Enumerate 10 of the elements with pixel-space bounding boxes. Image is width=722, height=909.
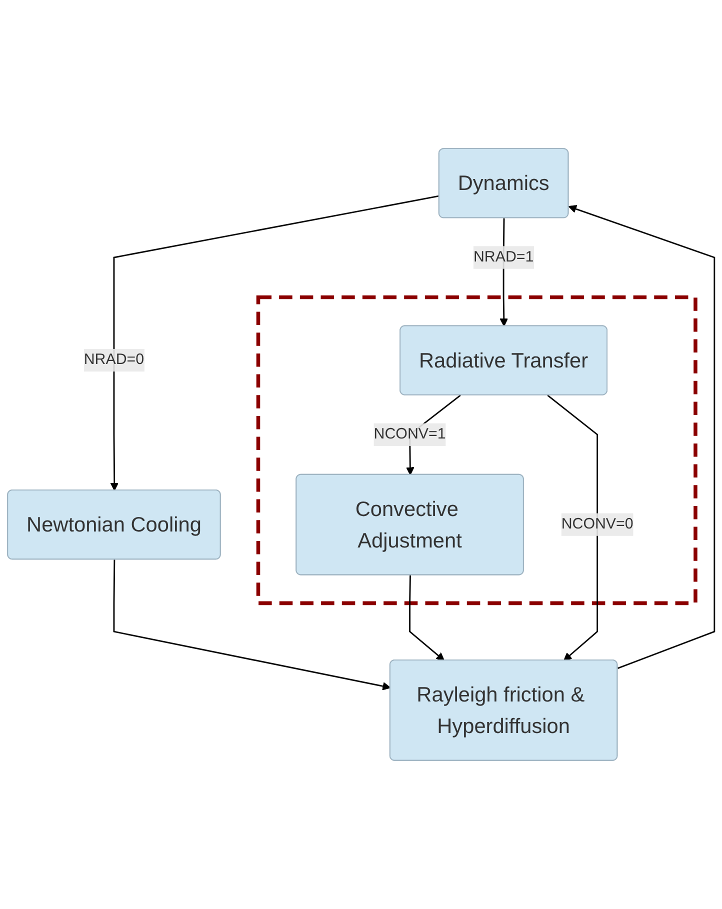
arrow — [568, 205, 716, 669]
edge-label: NCONV=1 — [374, 426, 446, 442]
edge-label: NRAD=0 — [84, 352, 144, 368]
arrow — [409, 575, 445, 661]
arrow — [113, 560, 391, 690]
edge-label: NRAD=1 — [473, 248, 534, 266]
arrow — [110, 195, 440, 491]
edge-label: NCONV=0 — [561, 516, 634, 532]
cluster — [256, 295, 698, 606]
arrow — [547, 394, 598, 661]
